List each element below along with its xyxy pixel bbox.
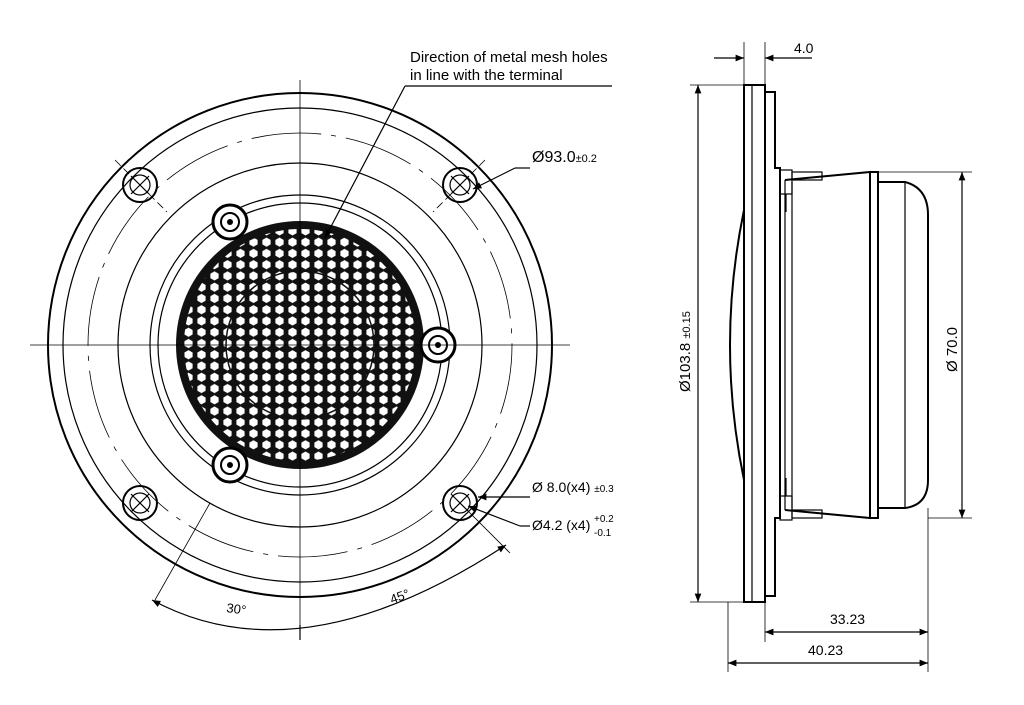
terminal-top [779, 169, 823, 212]
diagonal-centerline-tl [114, 159, 168, 213]
angle-label-45: 45° [388, 586, 412, 607]
body-diameter-label: Ø 70.0 [944, 327, 961, 372]
rear-cap-ring [869, 171, 879, 519]
depth-body-label: 33.23 [830, 611, 865, 627]
hole-inner-tol-lower: -0.1 [594, 528, 612, 539]
mounting-hole-inner-diameter: Ø4.2 (x4) [532, 517, 590, 533]
faceplate-screw-top [211, 203, 249, 241]
angle-label-30: 30° [226, 600, 248, 618]
bolt-circle-diameter: Ø93.0±0.2 [532, 149, 597, 166]
note-line-1: Direction of metal mesh holes [410, 49, 608, 66]
hole-inner-tol-upper: +0.2 [594, 514, 614, 525]
mounting-hole-bottom-left [122, 485, 158, 521]
faceplate-step [765, 91, 781, 597]
rear-cap [878, 181, 929, 509]
note-leader [324, 85, 406, 239]
overall-diameter-label: Ø103.8 ±0.15 [677, 311, 694, 392]
faceplate-screw-bottom [211, 446, 249, 484]
depth-total-label: 40.23 [808, 642, 843, 658]
flange-thickness-label: 4.0 [794, 40, 814, 56]
angle-extension-30 [154, 502, 211, 601]
hole-inner-leader [467, 505, 521, 527]
angle-dimension-arc [151, 544, 507, 631]
side-view: 4.0 Ø103.8 ±0.15 Ø 70.0 33.23 40.23 [677, 40, 972, 672]
front-view: 30° 45° Direction of metal mesh holes in… [30, 49, 614, 640]
mounting-hole-outer-diameter: Ø 8.0(x4) ±0.3 [532, 479, 614, 495]
flange-plate [743, 84, 766, 603]
dome-profile [729, 209, 745, 481]
housing-body [784, 170, 871, 520]
note-line-2: in line with the terminal [410, 67, 563, 84]
bolt-circle-leader [472, 167, 516, 190]
diagonal-centerline-tr [432, 159, 486, 213]
angle-extension-45 [459, 502, 511, 554]
terminal-bottom [779, 478, 823, 521]
